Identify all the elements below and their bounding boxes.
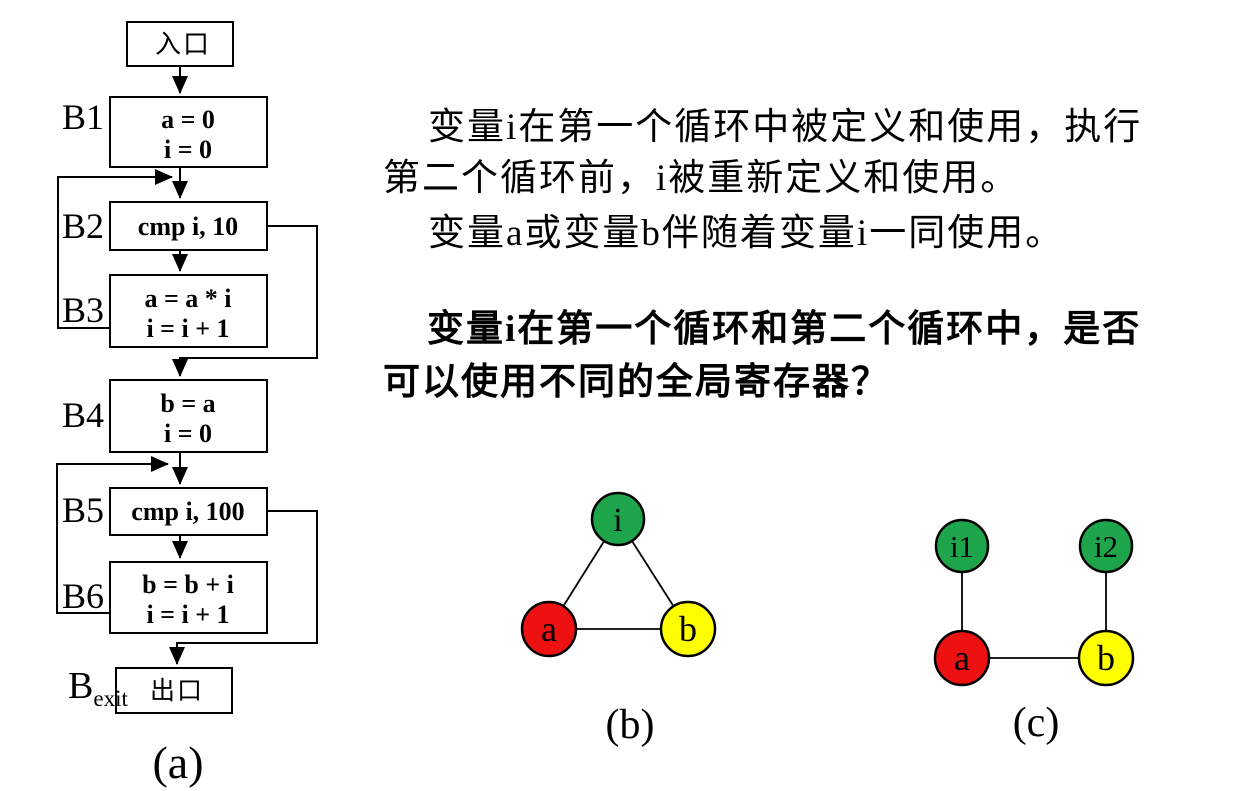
block-b2-label: B2 bbox=[62, 206, 104, 246]
graph-b-node-b-circle bbox=[659, 600, 717, 658]
exit-box bbox=[115, 667, 233, 714]
interference-graph-c: i1 i2 a b (c) bbox=[933, 518, 1135, 746]
block-b4-box bbox=[109, 379, 268, 453]
block-b5-box bbox=[109, 487, 268, 536]
interference-graph-b: i a b (b) bbox=[520, 491, 717, 748]
block-b3-label: B3 bbox=[62, 290, 104, 330]
graph-c-node-b-circle bbox=[1077, 629, 1135, 687]
edge-b6-back-to-b5 bbox=[56, 456, 169, 614]
graph-c-node-b-label: b bbox=[1097, 638, 1115, 678]
edge-b2-to-b4 bbox=[172, 225, 318, 377]
block-b1-line1: a = 0 bbox=[161, 105, 215, 134]
caption-a: (a) bbox=[152, 737, 203, 788]
block-b2-line1: cmp i, 10 bbox=[138, 212, 238, 241]
entry-box-label: 入口 bbox=[155, 30, 211, 59]
block-b6-line2: i = i + 1 bbox=[146, 600, 229, 629]
notes-text: 变量i在第一个循环中被定义和使用，执行 第二个循环前，i被重新定义和使用。 变量… bbox=[383, 106, 1142, 403]
exit-block-label: Bexit bbox=[68, 665, 128, 711]
entry-box bbox=[126, 21, 234, 67]
block-b3-box bbox=[109, 274, 268, 348]
caption-b: (b) bbox=[606, 702, 655, 748]
block-b5-line1: cmp i, 100 bbox=[131, 497, 244, 526]
edge-b5-to-bexit bbox=[169, 510, 318, 665]
block-b6-box bbox=[109, 561, 268, 634]
graph-c-node-i1-label: i1 bbox=[950, 529, 974, 564]
graph-c-node-i2-label: i2 bbox=[1094, 529, 1118, 564]
block-b1-label: B1 bbox=[62, 97, 104, 137]
block-b5-label: B5 bbox=[62, 490, 104, 530]
exit-box-label: 出口 bbox=[150, 677, 204, 705]
graph-b-node-a-label: a bbox=[541, 609, 557, 649]
graph-c-node-a-circle bbox=[933, 629, 991, 687]
edge-b3-back-to-b2 bbox=[57, 169, 173, 329]
para1-line2: 第二个循环前，i被重新定义和使用。 bbox=[383, 157, 1019, 199]
block-b3-line2: i = i + 1 bbox=[146, 314, 229, 343]
graph-b-node-i-label: i bbox=[613, 502, 622, 539]
block-b1-box bbox=[109, 96, 268, 168]
block-b4-line1: b = a bbox=[160, 389, 215, 418]
question-line2: 可以使用不同的全局寄存器？ bbox=[383, 360, 890, 403]
graph-b-node-a-circle bbox=[520, 600, 578, 658]
graph-c-node-i2-circle bbox=[1078, 518, 1134, 574]
flowchart-a: B1 B2 B3 B4 B5 B6 Bexit 入口 a = 0 i = 0 c… bbox=[56, 21, 318, 788]
block-b4-label: B4 bbox=[62, 395, 104, 435]
block-b1-line2: i = 0 bbox=[164, 135, 212, 164]
graph-b-node-i-circle bbox=[590, 491, 646, 547]
block-b3-line1: a = a * i bbox=[144, 284, 231, 313]
para1-line1: 变量i在第一个循环中被定义和使用，执行 bbox=[428, 106, 1142, 148]
question-line1: 变量i在第一个循环和第二个循环中，是否 bbox=[427, 308, 1141, 350]
exit-block-label-sub: exit bbox=[93, 686, 128, 711]
graph-c-node-i1-circle bbox=[934, 518, 990, 574]
block-b6-line1: b = b + i bbox=[142, 570, 234, 599]
graph-b-node-b-label: b bbox=[679, 609, 697, 649]
block-b2-box bbox=[109, 201, 268, 251]
caption-c: (c) bbox=[1013, 700, 1060, 746]
graph-c-node-a-label: a bbox=[954, 638, 970, 678]
block-b6-label: B6 bbox=[62, 576, 104, 616]
block-b4-line2: i = 0 bbox=[164, 419, 212, 448]
para2-line1: 变量a或变量b伴随着变量i一同使用。 bbox=[428, 212, 1064, 254]
